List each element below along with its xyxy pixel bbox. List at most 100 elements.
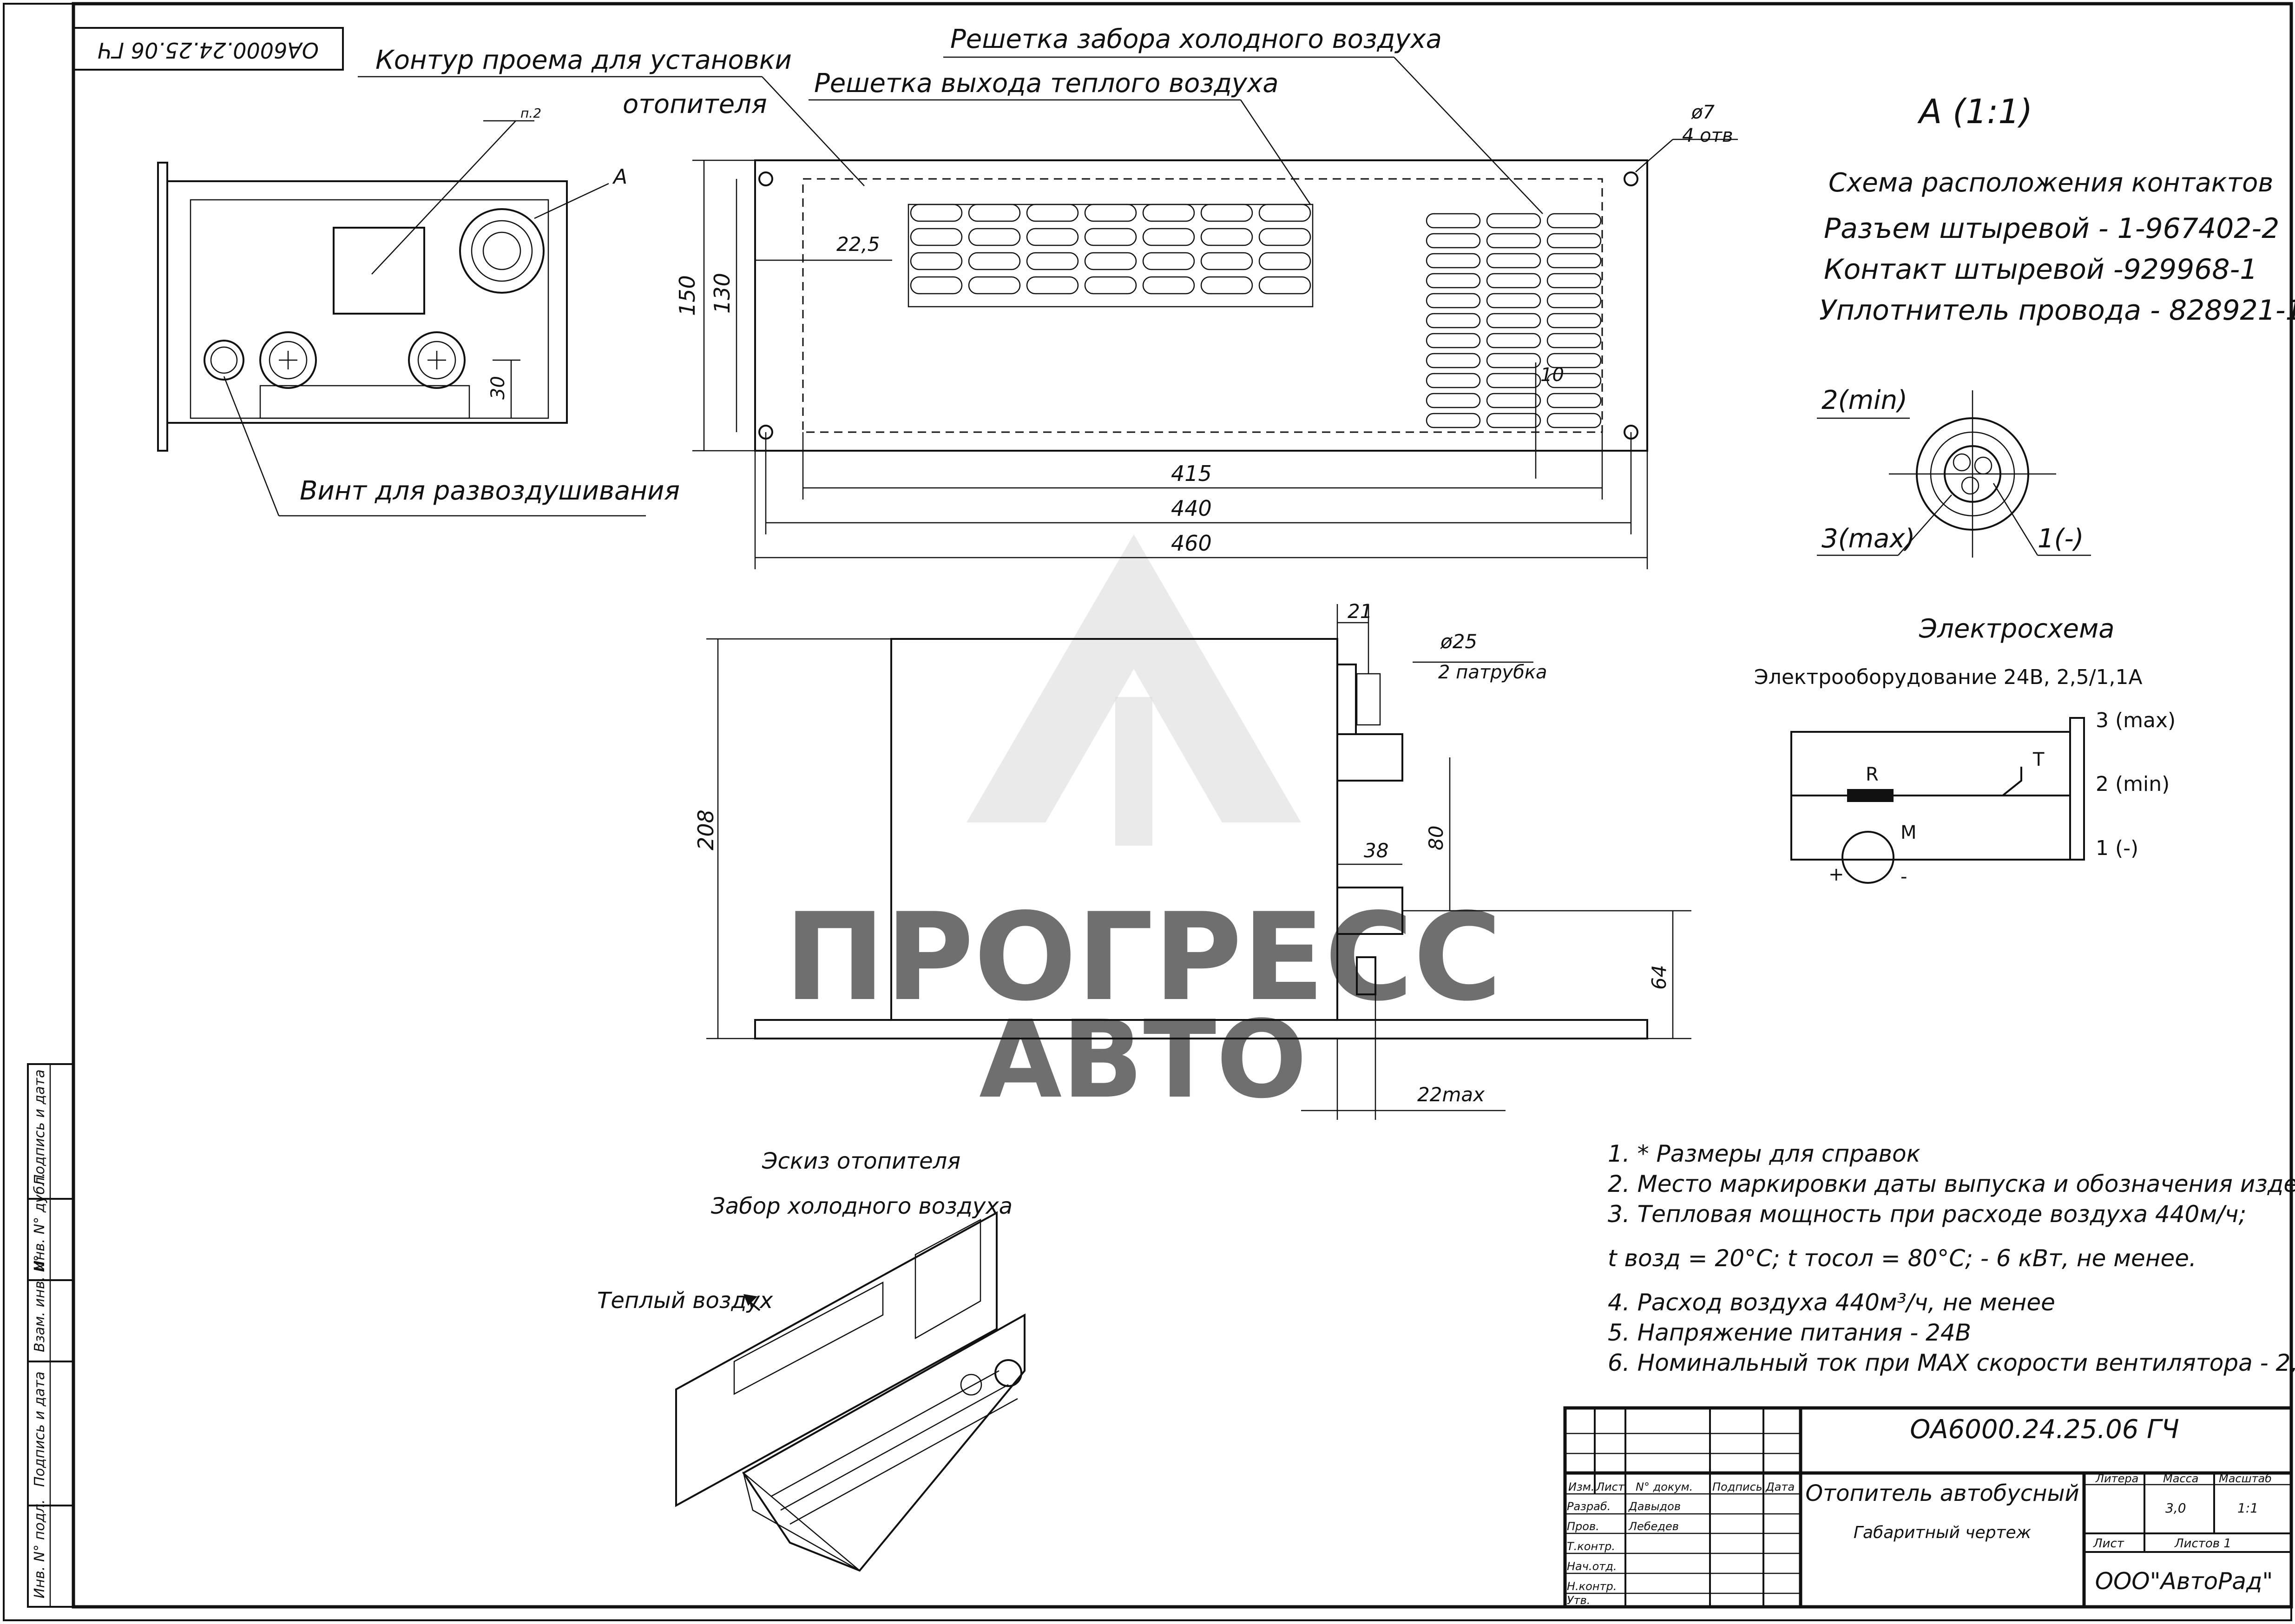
- tb-razrab-name: Давыдов: [1628, 1500, 1681, 1513]
- inner-frame: [72, 2, 2293, 1609]
- dim-440: 440: [1171, 496, 1212, 521]
- top-plate: [754, 159, 1648, 452]
- cold-grille-slot: [1546, 393, 1602, 408]
- cold-grille-slot: [1546, 353, 1602, 368]
- tb-scale-val: 1:1: [2237, 1500, 2258, 1516]
- cold-grille-slot: [1546, 333, 1602, 348]
- pin-1: [1974, 456, 1993, 475]
- scheme-subtitle: Схема расположения контактов: [1828, 168, 2273, 198]
- cold-grille-slot: [1486, 413, 1541, 428]
- tb-sheet: Лист: [2093, 1537, 2124, 1551]
- scheme-line2: Контакт штыревой -929968-1: [1824, 253, 2257, 286]
- warm-grille-slot: [910, 228, 963, 246]
- warm-grille-slot: [1258, 276, 1311, 295]
- cutout-contour: [802, 178, 1603, 433]
- dim-130: 130: [710, 273, 735, 314]
- tb-date: Дата: [1765, 1480, 1795, 1493]
- dim-460: 460: [1171, 531, 1212, 556]
- tb-litera: Литера: [2095, 1472, 2138, 1485]
- warm-grille-slot: [1200, 276, 1253, 295]
- electric-equipment: Электрооборудование 24В, 2,5/1,1А: [1754, 665, 2143, 689]
- warm-grille-slot: [1084, 252, 1137, 270]
- note-line: 1. * Размеры для справок: [1608, 1140, 1920, 1167]
- warm-grille-slot: [910, 252, 963, 270]
- cold-grille-slot: [1486, 293, 1541, 309]
- dim-38: 38: [1364, 839, 1388, 862]
- side-strip: Подпись и дата Инв. N° дубл. Взам. инв. …: [27, 1063, 74, 1608]
- strip-sign-date-2: Подпись и дата: [32, 1372, 48, 1487]
- connector-circle: [459, 208, 545, 294]
- scheme-title: A (1:1): [1917, 92, 2032, 131]
- label-plate: [333, 227, 425, 315]
- watermark-line2: АВТО: [979, 998, 1307, 1122]
- cold-grille-slot: [1486, 273, 1541, 289]
- pipe-left: [259, 331, 317, 389]
- tb-doc: N° докум.: [1636, 1480, 1693, 1493]
- sketch-plate: [675, 1211, 998, 1507]
- tb-izm: Изм.: [1568, 1480, 1594, 1493]
- warm-grille-slot: [968, 204, 1021, 222]
- note-line: 6. Номинальный ток при MAX скорости вент…: [1608, 1349, 2295, 1376]
- cold-grille-slot: [1426, 233, 1481, 249]
- warm-grille-slot: [1026, 228, 1079, 246]
- dim-4holes: 4 отв: [1682, 125, 1733, 146]
- warm-grille-slot: [1142, 276, 1195, 295]
- warm-grille-slot: [1258, 204, 1311, 222]
- dim-10: 10: [1540, 364, 1564, 386]
- cold-grille-slot: [1426, 393, 1481, 408]
- cold-grille-callout: Решетка забора холодного воздуха: [950, 24, 1442, 54]
- pipe-right: [408, 331, 466, 389]
- warm-grille-slot: [1258, 228, 1311, 246]
- cold-grille-slot: [1486, 233, 1541, 249]
- view-a-label: A: [612, 165, 627, 189]
- side-view: 208 21 ø25 2 патрубка 38 80 64 22max: [693, 600, 1691, 1120]
- cold-grille-slot: [1486, 373, 1541, 388]
- cold-grille-slot: [1486, 313, 1541, 329]
- tb-company: ООО"АвтоРад": [2095, 1568, 2273, 1595]
- warm-grille-slot: [1142, 228, 1195, 246]
- watermark: ПРОГРЕСС АВТО: [784, 534, 1502, 1122]
- tb-masshtab: Масштаб: [2219, 1472, 2272, 1485]
- dim-64: 64: [1648, 965, 1670, 990]
- dim-22max: 22max: [1417, 1083, 1485, 1106]
- warm-grille-slot: [1200, 228, 1253, 246]
- warm-grille-slot: [1200, 204, 1253, 222]
- cold-grille-slot: [1546, 273, 1602, 289]
- scheme-line3: Уплотнитель провода - 828921-1: [1819, 294, 2295, 327]
- cold-grille-slot: [1546, 253, 1602, 269]
- warm-grille-slot: [1084, 228, 1137, 246]
- dim-d25: ø25: [1440, 630, 1477, 653]
- cold-grille-slot: [1426, 293, 1481, 309]
- note-line: 3. Тепловая мощность при расходе воздуха…: [1608, 1201, 2246, 1228]
- thermo-label: T: [2032, 749, 2045, 770]
- motor-label: M: [1900, 822, 1917, 843]
- motor-symbol: [1841, 831, 1894, 884]
- warm-grille-slot: [968, 252, 1021, 270]
- tb-nkontr: Н.контр.: [1567, 1580, 1617, 1593]
- dim-208: 208: [693, 809, 718, 850]
- contour-callout-2: отопителя: [623, 89, 767, 119]
- drawing-number-box: [72, 27, 344, 71]
- cold-grille-slot: [1426, 413, 1481, 428]
- warm-grille-slot: [1026, 204, 1079, 222]
- front-view: п.2 A 30 Винт для развоздушивания: [157, 105, 680, 517]
- title-block: Изм. Лист N° докум. Подпись Дата Разраб.…: [1563, 1406, 2293, 1609]
- note-line: t возд = 20°С; t тосол = 80°С; - 6 кВт, …: [1608, 1245, 2196, 1272]
- tb-list: Лист: [1596, 1480, 1625, 1493]
- sketch-title: Эскиз отопителя: [762, 1148, 960, 1174]
- tb-name: Отопитель автобусный: [1805, 1480, 2079, 1506]
- tb-razrab: Разраб.: [1567, 1500, 1611, 1513]
- warm-grille-slot: [910, 276, 963, 295]
- drawing-number-mirrored: ОА6000.24.25.06 ГЧ: [98, 38, 319, 63]
- tb-nach: Нач.отд.: [1567, 1560, 1617, 1573]
- dim-150: 150: [675, 275, 700, 316]
- cold-grille-slot: [1546, 213, 1602, 229]
- bleed-screw: [204, 340, 244, 381]
- dim-30: 30: [487, 376, 509, 400]
- dim-80: 80: [1425, 826, 1447, 850]
- warm-grille-slot: [1142, 204, 1195, 222]
- pin-minus-label: 1(-): [2038, 524, 2084, 554]
- pin-max-label: 3(max): [1822, 524, 1915, 554]
- tb-sign: Подпись: [1712, 1480, 1762, 1493]
- pos2-label: п.2: [520, 105, 541, 121]
